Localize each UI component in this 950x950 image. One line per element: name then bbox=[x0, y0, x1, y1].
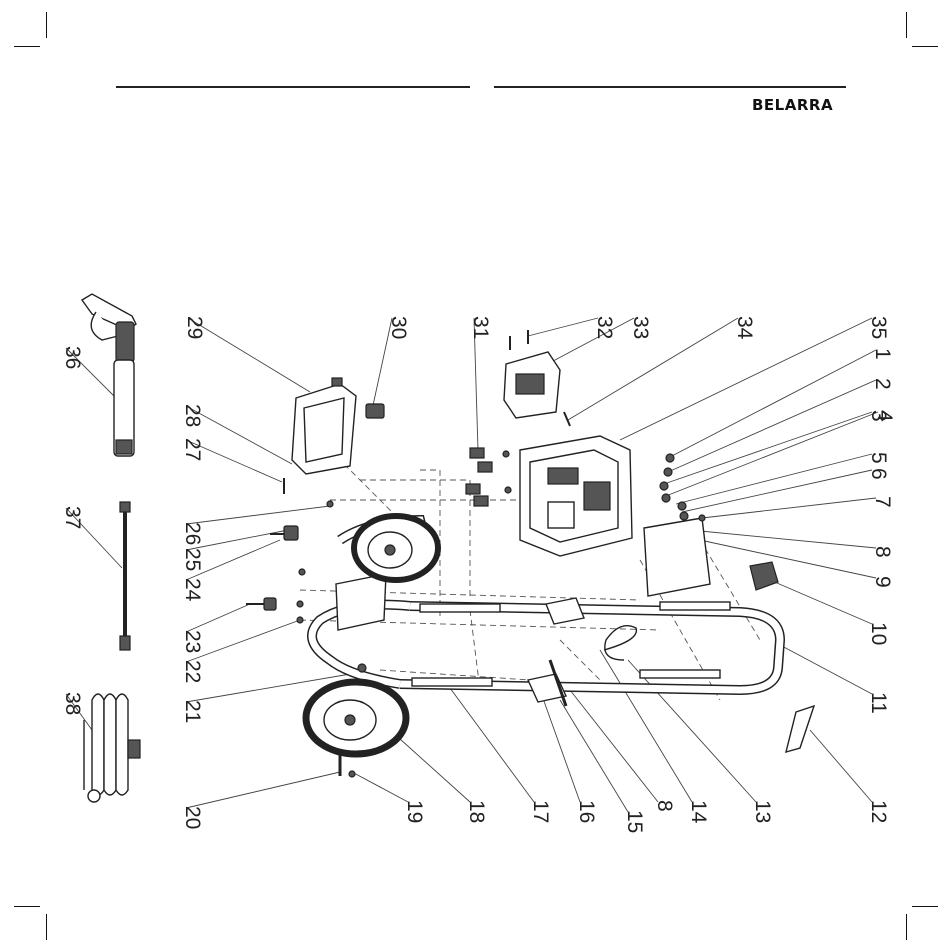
callout-1: 1 bbox=[871, 348, 894, 360]
callout-23: 23 bbox=[181, 630, 204, 653]
callout-18: 18 bbox=[465, 800, 488, 823]
callout-33: 33 bbox=[629, 316, 652, 339]
callout-4: 4 bbox=[873, 410, 896, 422]
callout-12: 12 bbox=[867, 800, 890, 823]
leader-26 bbox=[186, 506, 330, 524]
leader-5 bbox=[676, 454, 872, 504]
callout-14: 14 bbox=[687, 800, 710, 824]
spray-gun bbox=[82, 294, 136, 456]
callout-11: 11 bbox=[867, 692, 890, 714]
callout-38: 38 bbox=[61, 692, 84, 715]
fittings bbox=[466, 448, 511, 506]
callout-20: 20 bbox=[181, 806, 204, 829]
callout-17: 17 bbox=[529, 800, 552, 823]
leader-6 bbox=[682, 470, 872, 512]
callout-30: 30 bbox=[387, 316, 410, 339]
leader-8a bbox=[690, 530, 876, 548]
leader-7 bbox=[702, 498, 876, 518]
tank-cap bbox=[366, 404, 384, 418]
pump bbox=[504, 330, 570, 426]
callout-8a: 8 bbox=[871, 546, 894, 558]
callout-34: 34 bbox=[733, 316, 756, 340]
leader-23 bbox=[186, 604, 250, 632]
callout-25: 25 bbox=[181, 548, 204, 571]
leader-8b bbox=[570, 690, 658, 802]
callout-24: 24 bbox=[181, 578, 204, 602]
callout-36: 36 bbox=[61, 346, 84, 369]
handle-grip bbox=[786, 706, 814, 752]
leader-10 bbox=[770, 580, 872, 624]
leader-32 bbox=[528, 318, 598, 336]
callout-19: 19 bbox=[403, 800, 426, 823]
leader-4 bbox=[666, 412, 878, 496]
callout-29: 29 bbox=[183, 316, 206, 339]
callout-16: 16 bbox=[575, 800, 598, 823]
callout-6: 6 bbox=[867, 468, 890, 480]
leader-11 bbox=[780, 645, 872, 694]
callout-8b: 8 bbox=[653, 800, 676, 812]
hose-coil bbox=[84, 694, 140, 802]
callout-22: 22 bbox=[181, 660, 204, 683]
bracket-part-10 bbox=[750, 562, 778, 590]
callout-21: 21 bbox=[181, 700, 204, 723]
leader-19 bbox=[352, 772, 408, 802]
leader-16 bbox=[540, 690, 580, 802]
callout-2: 2 bbox=[871, 378, 894, 390]
callout-5: 5 bbox=[867, 452, 890, 464]
callout-28: 28 bbox=[181, 404, 204, 427]
leader-12 bbox=[810, 730, 872, 802]
callout-35: 35 bbox=[867, 316, 890, 339]
lance bbox=[120, 502, 130, 650]
leader-17 bbox=[450, 688, 534, 802]
engine bbox=[520, 436, 632, 556]
wheel-upper bbox=[354, 516, 438, 580]
callout-15: 15 bbox=[623, 810, 646, 833]
leader-20 bbox=[186, 772, 340, 808]
leader-15 bbox=[560, 700, 628, 812]
callout-27: 27 bbox=[181, 438, 204, 461]
mounting-plate bbox=[644, 454, 710, 596]
callout-13: 13 bbox=[751, 800, 774, 823]
callout-9: 9 bbox=[871, 576, 894, 588]
fasteners-left bbox=[270, 478, 333, 540]
leader-18 bbox=[390, 730, 470, 802]
leader-2 bbox=[668, 380, 876, 472]
callout-37: 37 bbox=[61, 506, 84, 529]
callout-26: 26 bbox=[181, 522, 204, 545]
leader-3 bbox=[664, 412, 872, 484]
callout-10: 10 bbox=[867, 622, 890, 645]
leader-13 bbox=[628, 660, 756, 802]
callout-31: 31 bbox=[469, 316, 492, 339]
fuel-tank bbox=[292, 378, 356, 474]
wheel-lower bbox=[306, 682, 406, 754]
cord bbox=[604, 626, 636, 660]
callout-7: 7 bbox=[871, 496, 894, 508]
callout-32: 32 bbox=[593, 316, 616, 339]
